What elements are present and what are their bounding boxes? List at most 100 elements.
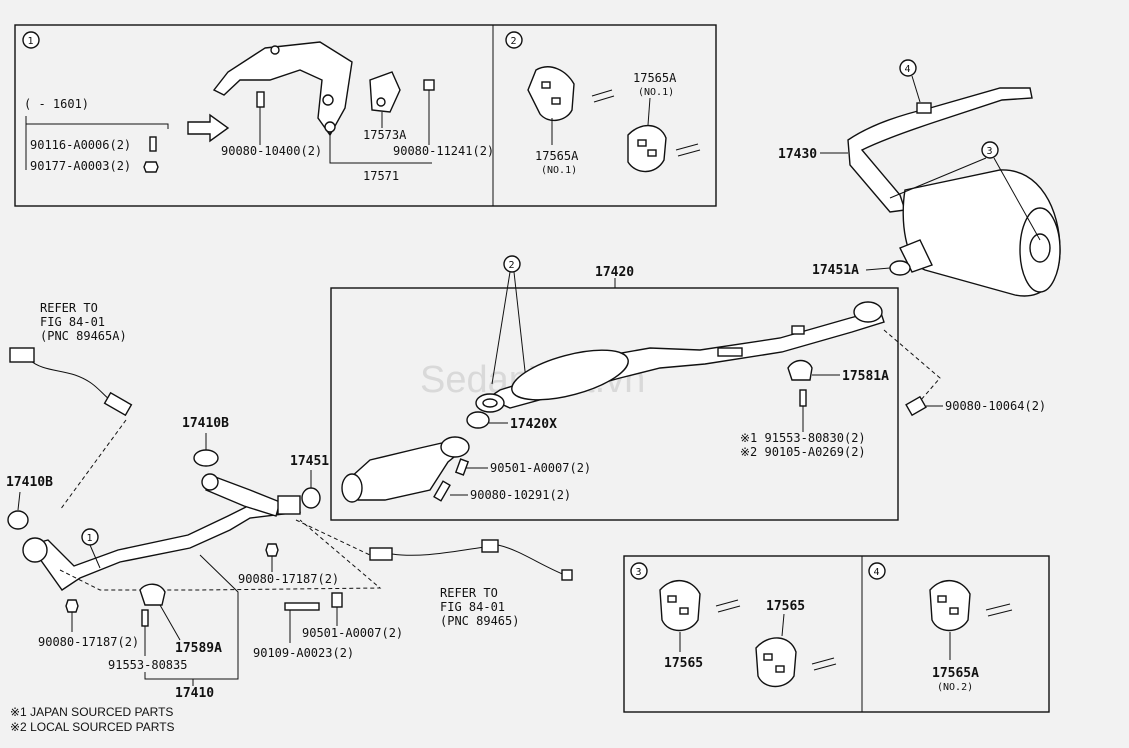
hanger-17565-a [659,580,701,632]
hanger-17589A [139,583,166,606]
hanger-17581A [787,359,813,381]
callout-3-panel: 3 [630,562,648,580]
label-90080-10400: 90080-10400(2) [221,144,322,158]
label-91553-80835: 91553-80835 [108,658,187,672]
leader-dashed [295,519,371,556]
label-17420: 17420 [595,265,634,280]
leader-dashed [59,519,382,591]
label-17410B-left: 17410B [6,475,53,490]
label-17565-b: 17565 [766,599,805,614]
bolt-icon [433,480,451,502]
label-17451: 17451 [290,454,329,469]
callout-1: 1 [22,31,40,49]
label-91553-80830: ※1 91553-80830(2) [740,431,866,445]
label-no1-a: (NO.1) [541,165,577,176]
leader-line [647,97,651,126]
leader-line [159,604,181,641]
bolt-icon [423,79,435,91]
leader-line [911,75,921,103]
label-17581A: 17581A [842,369,889,384]
rubber-mark [813,663,837,671]
bolt-icon [905,395,927,417]
rubber-mark [591,89,613,97]
label-17573A: 17573A [363,128,407,142]
range-bracket [25,116,169,129]
gasket-17410B-top [193,449,219,467]
label-90116-A0006: 90116-A0006(2) [30,138,131,152]
label-90501-A0007-b: 90501-A0007(2) [302,626,403,640]
label-90080-17187-mid: 90080-17187(2) [238,572,339,586]
rubber-mark [677,149,701,157]
label-90080-11241: 90080-11241(2) [393,144,494,158]
oxygen-sensor-89465 [369,539,573,581]
rubber-mark [987,609,1013,617]
bolt-icon [284,602,320,611]
tail-pipe-muffler-17430 [847,87,1061,297]
note-japan-sourced: ※1 JAPAN SOURCED PARTS [10,705,173,719]
label-90109-A0023: 90109-A0023(2) [253,646,354,660]
label-no1-b: (NO.1) [638,87,674,98]
hanger-17565-b [755,637,797,688]
gasket-17420X [466,411,490,429]
svg-text:1: 1 [28,36,34,47]
label-90080-10064: 90080-10064(2) [945,399,1046,413]
callout-4-main: 4 [899,59,917,77]
leader-line [491,271,511,385]
rubber-mark [675,143,699,151]
gasket-17410B-left [7,510,29,530]
stud-icon [331,592,343,608]
bracket-assembly [212,41,401,137]
gasket-17451 [301,487,321,509]
rubber-mark [593,95,615,103]
front-pipe-17410 [22,473,301,591]
label-90080-10291: 90080-10291(2) [470,488,571,502]
label-17410B-top: 17410B [182,416,229,431]
leader-line [144,554,239,680]
leader-dashed [883,329,941,409]
rubber-mark [717,605,741,613]
leader-line [993,157,1041,241]
label-pnc-89465a: (PNC 89465A) [40,329,127,343]
leader-line [781,613,785,637]
svg-text:4: 4 [905,64,911,75]
nut-icon [265,543,279,557]
label-17420X: 17420X [510,417,557,432]
label-17565A-a: 17565A [535,149,579,163]
label-90080-17187-left: 90080-17187(2) [38,635,139,649]
svg-text:2: 2 [509,260,515,271]
catalytic-converter [341,436,470,503]
direction-arrow [187,113,230,143]
nut-icon [143,161,159,173]
label-refer-to-a: REFER TO [40,301,98,315]
label-refer-to-b: REFER TO [440,586,498,600]
svg-text:2: 2 [511,36,517,47]
label-17451A: 17451A [812,263,859,278]
hanger-17565A-no2 [929,580,971,632]
inset-panel-1-2 [14,24,717,207]
label-90105-A0269: ※2 90105-A0269(2) [740,445,866,459]
callout-1-main: 1 [81,528,99,546]
leader-line [17,491,21,511]
label-17430: 17430 [778,147,817,162]
stud-icon [454,458,470,476]
bolt-icon [256,91,265,108]
callout-3-main: 3 [981,141,999,159]
label-90177-A0003: 90177-A0003(2) [30,159,131,173]
label-17565A-no2: 17565A [932,666,979,681]
label-fig-84-01-b: FIG 84-01 [440,600,505,614]
callout-4-panel: 4 [868,562,886,580]
label-17589A: 17589A [175,641,222,656]
svg-text:3: 3 [987,146,993,157]
leader-line [329,132,432,164]
label-date-range: ( - 1601) [24,97,89,111]
label-17565A-b: 17565A [633,71,677,85]
callout-2-main: 2 [503,255,521,273]
inset-panel-3-4 [623,555,1050,713]
callout-2-panel: 2 [505,31,523,49]
bolt-icon [799,389,807,407]
label-17565-a: 17565 [664,656,703,671]
label-90501-A0007-a: 90501-A0007(2) [490,461,591,475]
svg-text:1: 1 [87,533,93,544]
label-pnc-89465: (PNC 89465) [440,614,519,628]
